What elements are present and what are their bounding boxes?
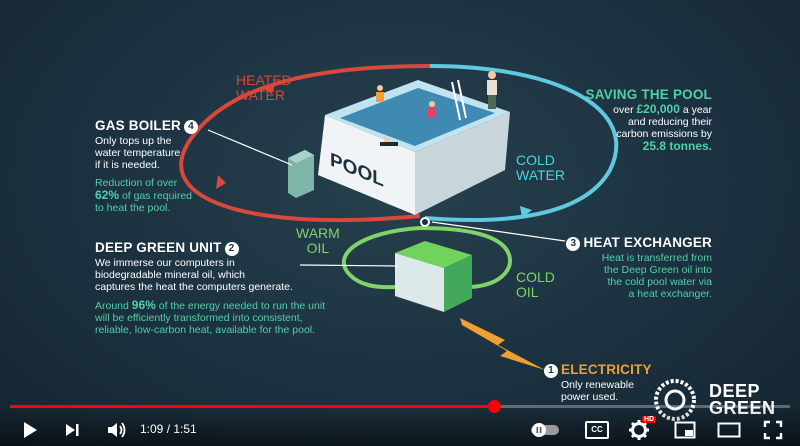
gas-reduction-line-3: to heat the pool. [95, 202, 171, 214]
play-button[interactable] [18, 418, 42, 442]
gas-boiler-desc-1: Only tops up the [95, 135, 172, 147]
saving-tonnes: 25.8 tonnes. [642, 139, 712, 153]
hx-desc-4: a heat exchanger. [628, 288, 712, 300]
play-icon [24, 422, 37, 438]
electricity-bolt [460, 318, 545, 370]
heat-exchanger-title: HEAT EXCHANGER [583, 235, 712, 250]
heated-water-arrow-1 [262, 82, 276, 94]
volume-icon [108, 422, 126, 438]
cold-water-arrow-2 [520, 206, 532, 218]
warm-oil-loop [342, 226, 421, 290]
energy-pct: 96% [131, 298, 156, 312]
saving-line1-pre: over [613, 104, 634, 116]
saving-pool-block: SAVING THE POOL over £20,000 a year and … [585, 87, 712, 152]
person-sitting [377, 85, 383, 91]
energy-line-3: reliable, low-carbon heat, available for… [95, 324, 316, 336]
pool-ladder [451, 79, 467, 121]
time-current: 1:09 [140, 422, 164, 436]
saving-amount: £20,000 [636, 102, 680, 116]
step-number-4: 4 [184, 120, 199, 134]
miniplayer-button[interactable] [672, 418, 698, 442]
step-number-1: 1 [544, 364, 558, 378]
next-button[interactable] [60, 418, 84, 442]
theater-button[interactable] [716, 418, 742, 442]
deep-green-unit-title: DEEP GREEN UNIT [95, 240, 222, 255]
cold-oil-loop [419, 226, 512, 289]
person-lifeguard [488, 71, 496, 79]
step-number-2: 2 [224, 242, 239, 256]
heated-water-loop [179, 64, 431, 223]
autoplay-toggle-icon [531, 423, 559, 437]
progress-bar[interactable] [10, 400, 790, 413]
time-separator: / [163, 422, 174, 436]
electricity-desc-2: power used. [561, 391, 619, 403]
pool-right-wall [415, 112, 510, 215]
hd-badge: HD [642, 416, 657, 423]
warm-oil-label: WARM OIL [296, 225, 340, 256]
step-number-3: 3 [566, 237, 581, 251]
energy-post: of the energy needed to run the unit [158, 300, 326, 312]
gas-reduction-line-1: Reduction of over [95, 177, 178, 189]
saving-line-3: carbon emissions by [616, 128, 712, 140]
captions-label: CC [591, 425, 603, 434]
saving-line1-post: a year [682, 104, 712, 116]
cold-water-label: COLD WATER [516, 152, 565, 183]
subtitles-button[interactable]: CC [584, 418, 610, 442]
time-display: 1:09 / 1:51 [140, 422, 197, 436]
gas-boiler-desc-3: if it is needed. [95, 159, 160, 171]
saving-line-2: and reducing their [627, 116, 712, 128]
deep-green-unit-side [444, 255, 472, 312]
fullscreen-button[interactable] [760, 418, 786, 442]
captions-icon: CC [585, 421, 609, 439]
electricity-desc-1: Only renewable [561, 379, 634, 391]
fullscreen-icon [763, 420, 783, 440]
time-total: 1:51 [173, 422, 197, 436]
heated-water-arrow-2 [216, 175, 226, 189]
progress-scrubber[interactable] [487, 400, 501, 413]
hx-desc-2: the Deep Green oil into [604, 264, 712, 276]
energy-pre: Around [95, 300, 129, 312]
autoplay-toggle[interactable] [530, 418, 560, 442]
progress-played [10, 405, 494, 408]
cold-oil-label: COLD OIL [516, 269, 555, 300]
energy-line-2: will be efficiently transformed into con… [95, 312, 303, 324]
player-controls [0, 406, 800, 446]
cold-water-loop [424, 64, 619, 223]
pool-left-wall [318, 115, 415, 215]
unit-desc-2: biodegradable mineral oil, which [95, 269, 246, 281]
hx-desc-1: Heat is transferred from [601, 252, 712, 264]
unit-desc-3: captures the heat the computers generate… [95, 281, 293, 293]
deep-green-unit-top [395, 241, 472, 268]
next-icon [66, 424, 79, 436]
mute-button[interactable] [104, 418, 130, 442]
electricity-title: ELECTRICITY [561, 362, 652, 377]
swimmer-1 [429, 101, 435, 107]
gas-boiler-desc-2: water temperature [95, 147, 181, 159]
saving-pool-title: SAVING THE POOL [585, 87, 712, 102]
heat-exchanger-leader [431, 221, 566, 242]
heated-water-label: HEATED WATER [236, 72, 292, 103]
theater-icon [717, 422, 741, 438]
hx-desc-3: the cold pool water via [607, 276, 712, 288]
miniplayer-icon [674, 421, 696, 439]
unit-desc-1: We immerse our computers in [95, 257, 235, 269]
settings-button[interactable]: HD [626, 416, 657, 442]
swimmer-2 [384, 137, 390, 143]
gas-boiler-title: GAS BOILER [95, 118, 182, 133]
gas-reduction-line-2: of gas required [121, 190, 192, 202]
gas-reduction-pct: 62% [95, 188, 120, 202]
gear-icon [629, 420, 649, 440]
deep-green-unit-front [395, 253, 444, 312]
